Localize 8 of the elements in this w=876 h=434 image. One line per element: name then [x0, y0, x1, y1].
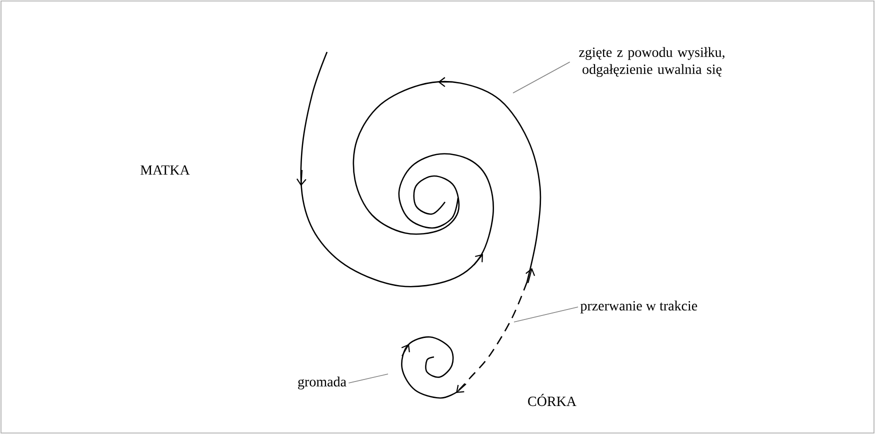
part-label: CÓRKA — [528, 394, 576, 406]
callout-text: zgięte z powodu wysiłku, odgałęzienie uwalnia się — [579, 47, 724, 77]
callout-text: gromada — [298, 376, 346, 390]
leader-line — [512, 62, 570, 94]
leader-line — [348, 374, 388, 384]
part-label: MATKA — [140, 165, 190, 175]
leader-line — [514, 306, 578, 322]
callout-text: przerwanie w trakcie — [580, 300, 698, 314]
